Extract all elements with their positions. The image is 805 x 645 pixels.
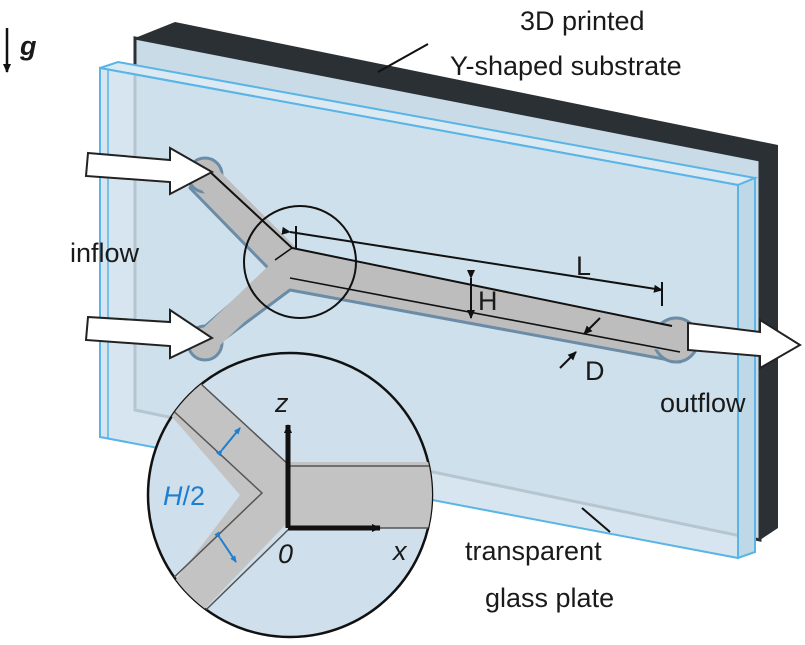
- z-axis-label: z: [274, 388, 289, 418]
- length-dimension: [281, 226, 663, 306]
- origin-label: 0: [278, 539, 293, 569]
- zoom-inset: z x 0 H/2: [146, 351, 434, 639]
- glass-label-line2: glass plate: [485, 583, 614, 613]
- substrate-leader: [377, 43, 429, 73]
- half-height-arrow: [215, 427, 241, 457]
- inflow-arrows: [84, 146, 215, 360]
- glass-label-line1: transparent: [465, 536, 602, 566]
- gravity-label: g: [19, 31, 37, 61]
- half-height-label: H/2: [163, 481, 205, 511]
- substrate-label-line2: Y-shaped substrate: [450, 51, 682, 81]
- outflow-arrow: [687, 318, 802, 370]
- right-arrow-icon: [84, 308, 215, 360]
- substrate-label-line1: 3D printed: [520, 6, 645, 36]
- x-axis-label: x: [391, 536, 408, 566]
- gravity-indicator: g: [3, 28, 37, 73]
- glass-leader: [581, 507, 611, 533]
- length-label: L: [576, 251, 591, 281]
- diameter-pointers: [559, 317, 601, 369]
- outflow-label: outflow: [660, 388, 746, 418]
- right-arrow-icon: [84, 146, 215, 196]
- inflow-label: inflow: [70, 238, 140, 268]
- half-height-rest: /2: [183, 481, 206, 511]
- height-label: H: [478, 286, 498, 316]
- diameter-label: D: [585, 356, 605, 386]
- half-height-arrow: [214, 531, 237, 563]
- half-height-H: H: [163, 481, 183, 511]
